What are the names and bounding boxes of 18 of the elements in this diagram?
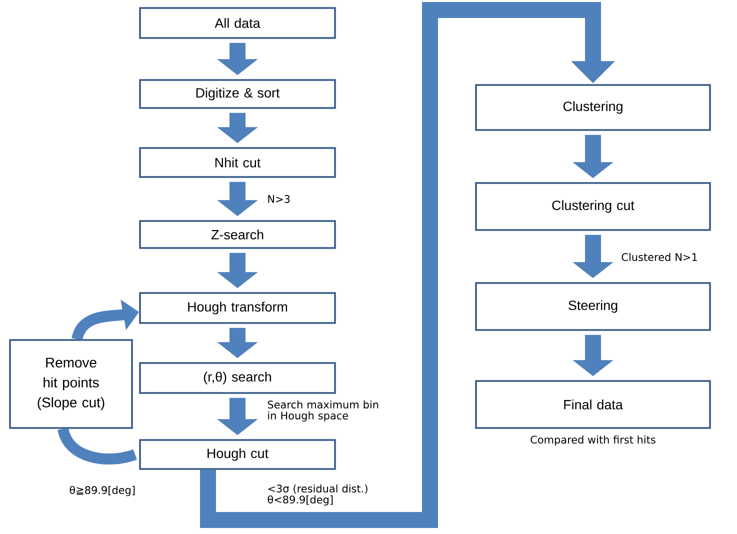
process-box: Hough transform — [139, 292, 336, 324]
process-box: All data — [139, 7, 336, 39]
process-box: Hough cut — [139, 439, 336, 470]
process-box: Clustering — [475, 84, 711, 131]
process-box: Z-search — [139, 220, 336, 249]
process-box: Digitize & sort — [139, 79, 336, 109]
edge-label: Search maximum bin in Hough space — [268, 400, 378, 422]
process-box: Final data — [475, 380, 711, 429]
edge-label: N>3 — [268, 195, 290, 203]
edge-label: θ≧89.9[deg] — [70, 486, 135, 496]
process-box: (r,θ) search — [139, 362, 336, 394]
process-box: Nhit cut — [139, 147, 336, 178]
caption-text: Compared with first hits — [530, 436, 656, 446]
edge-label: <3σ (residual dist.) θ<89.9[deg] — [268, 484, 368, 506]
edge-label: Clustered N>1 — [622, 252, 697, 262]
process-box: Steering — [475, 282, 711, 331]
process-box: Clustering cut — [475, 182, 711, 231]
process-box: Remove hit points (Slope cut) — [9, 339, 133, 429]
